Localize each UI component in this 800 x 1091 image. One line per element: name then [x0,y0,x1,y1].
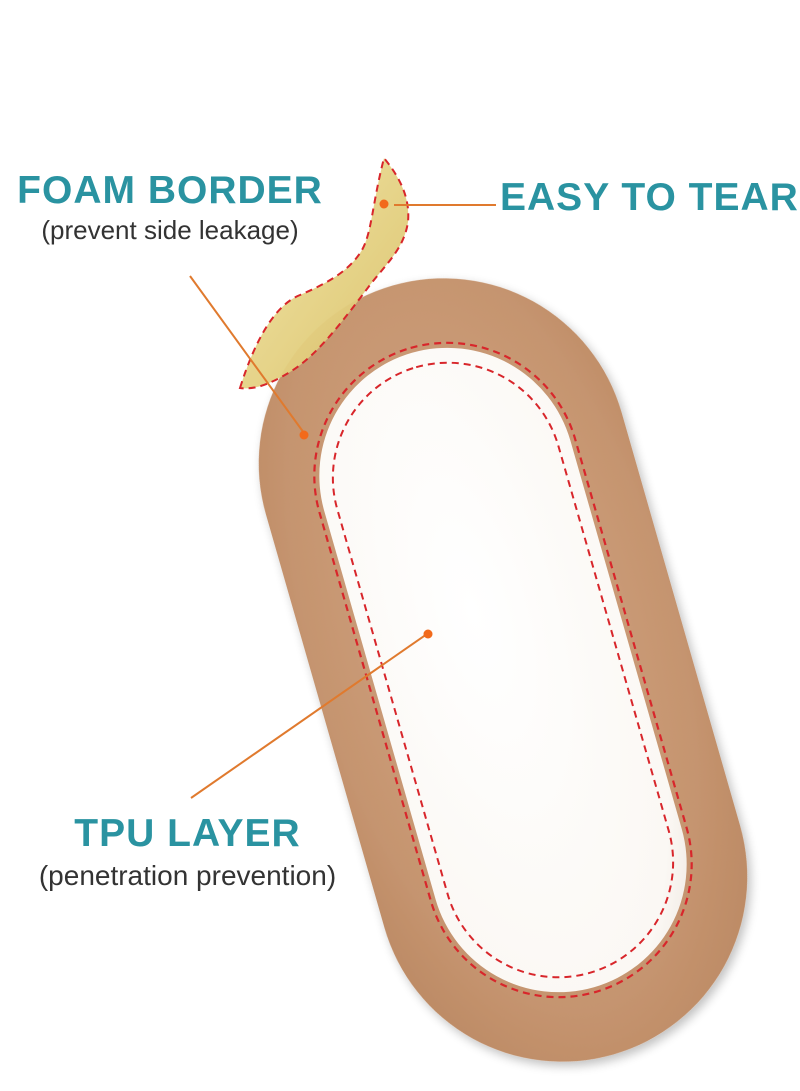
release-liner-dashed-outline [238,155,410,390]
easy-to-tear-callout-dot [379,199,389,209]
foam-border-label: FOAM BORDER (prevent side leakage) [0,170,340,248]
foam-border-dashed-outline [313,341,693,999]
easy-to-tear-label: EASY TO TEAR [500,176,799,219]
foam-border-title: FOAM BORDER [17,169,323,212]
tpu-layer-dashed-outline [331,361,675,979]
tpu-layer-subtitle: (penetration prevention) [38,860,337,891]
release-liner-flap [240,158,409,389]
tpu-pad-shape [319,347,687,993]
tpu-layer-label: TPU LAYER (penetration prevention) [0,812,375,896]
foam-border-callout-line [189,275,305,434]
foam-border-callout-dot [299,430,309,440]
tpu-layer-title: TPU LAYER [74,812,301,855]
tpu-layer-callout-dot [423,629,433,639]
foam-border-subtitle: (prevent side leakage) [41,215,299,245]
tpu-layer-callout-line [190,633,428,799]
easy-to-tear-title: EASY TO TEAR [500,176,799,219]
